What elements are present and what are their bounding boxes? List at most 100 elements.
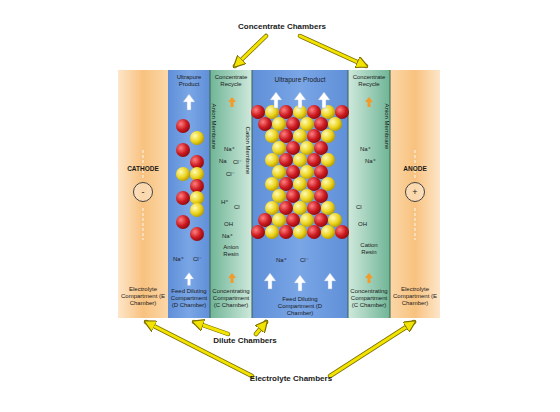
resin-bead [293, 177, 307, 191]
resin-bead [190, 191, 204, 205]
resin-bead [300, 117, 314, 131]
resin-label: Cation Resin [353, 242, 385, 256]
resin-bead [265, 129, 279, 143]
chamber-fills-part [210, 70, 252, 318]
compartment-label: Ultrapure Product [169, 74, 209, 88]
resin-bead [279, 129, 293, 143]
resin-bead [293, 201, 307, 215]
ion-label: Cl⁻ [193, 256, 202, 263]
resin-bead [190, 203, 204, 217]
resin-bead [190, 167, 204, 181]
resin-bead [321, 201, 335, 215]
electrode-label: CATHODE [119, 165, 167, 172]
compartment-label: Concentrating Compartment (C Chamber) [349, 288, 389, 309]
membranes-part [348, 70, 349, 318]
resin-bead [321, 177, 335, 191]
callout-label: Dilute Chambers [213, 336, 277, 345]
resin-bead [286, 141, 300, 155]
ion-label: Na⁺ [173, 256, 184, 263]
ion-label: Na⁺ [365, 158, 376, 165]
flow-arrows-part [184, 273, 194, 286]
callout-arrows-part-part [146, 322, 252, 376]
callout-label: Concentrate Chambers [238, 22, 326, 31]
resin-bead [279, 225, 293, 239]
chamber-fills-part [390, 70, 440, 318]
resin-bead [190, 155, 204, 169]
resin-bead [176, 191, 190, 205]
electrode-symbol: + [405, 182, 425, 202]
resin-bead [272, 117, 286, 131]
resin-bead [328, 213, 342, 227]
compartment-label: Feed Diluting Compartment (D Chamber) [268, 296, 332, 317]
resin-bead [272, 165, 286, 179]
electrolyte-compartment: CATHODE-Electrolyte Compartment (E Chamb… [118, 70, 168, 318]
resin-bead [335, 225, 349, 239]
resin-bead [300, 189, 314, 203]
resin-bead [307, 105, 321, 119]
resin-bead [321, 153, 335, 167]
compartment-label: Concentrate Recycle [349, 74, 389, 88]
electrode-symbol: - [133, 182, 153, 202]
callout-arrows-part-part [300, 36, 366, 66]
callout-arrows-part-part [194, 322, 228, 334]
resin-bead [307, 201, 321, 215]
membrane-label: Cation Membrane [244, 126, 251, 174]
flow-arrows-part [294, 92, 306, 108]
ion-label: Na⁺ [360, 146, 371, 153]
concentrate-arrows-part [365, 273, 373, 283]
electrode-field-lines-part [415, 208, 416, 240]
electrolyte-compartment: ANODE + Electrolyte Compartment (E Chamber… [390, 70, 440, 318]
callout-arrows-part-part [330, 322, 414, 376]
resin-bead [286, 213, 300, 227]
callout-arrows-part-part [256, 322, 266, 334]
ion-label: Na⁺ [276, 257, 287, 264]
resin-bead [258, 213, 272, 227]
resin-bead [321, 225, 335, 239]
resin-bead [258, 117, 272, 131]
resin-bead [251, 225, 265, 239]
callout-arrows-part-part [256, 322, 266, 334]
callout-arrows-part-part [330, 322, 414, 376]
electrode-label: ANODE [391, 165, 439, 172]
resin-bead [265, 225, 279, 239]
ion-label: Na [219, 158, 227, 165]
resin-bead [190, 179, 204, 193]
resin-bead [279, 201, 293, 215]
resin-bead [176, 215, 190, 229]
chamber-fills-part [168, 70, 210, 318]
resin-bead [190, 131, 204, 145]
resin-bead [293, 153, 307, 167]
resin-bead [321, 129, 335, 143]
electrode-field-lines-part [415, 150, 416, 178]
resin-bead [286, 165, 300, 179]
compartment-label: Concentrate Recycle [211, 74, 251, 88]
ion-label: Na⁺ [222, 233, 233, 240]
callout-arrows-part-part [235, 36, 266, 66]
resin-bead [307, 177, 321, 191]
membranes-part [210, 70, 211, 318]
resin-bead [314, 189, 328, 203]
concentrate-compartment: Concentrate RecycleConcentrating Compart… [348, 70, 390, 318]
callout-arrows [146, 36, 414, 376]
ion-label: OH [224, 221, 233, 228]
resin-bead [265, 153, 279, 167]
resin-bead [176, 119, 190, 133]
resin-bead [190, 227, 204, 241]
dilute-compartment: Ultrapure ProductFeed Diluting Compartme… [252, 70, 348, 318]
resin-bead [286, 189, 300, 203]
resin-bead [265, 177, 279, 191]
resin-bead [307, 225, 321, 239]
dilute-compartment: Ultrapure ProductFeed Diluting Compartme… [168, 70, 210, 318]
compartment-label: Feed Diluting Compartment (D Chamber) [169, 288, 209, 309]
resin-bead [314, 165, 328, 179]
compartment-label: Electrolyte Compartment (E Chamber) [391, 286, 439, 307]
callout-arrows-part-part [194, 322, 228, 334]
electrode-field-lines-part [143, 150, 144, 178]
ion-label: OH [358, 221, 367, 228]
membranes [210, 70, 390, 318]
resin-bead [307, 153, 321, 167]
membrane-label: Anion Membrane [383, 103, 390, 149]
resin-bead [335, 105, 349, 119]
callout-arrows-part [146, 36, 414, 376]
